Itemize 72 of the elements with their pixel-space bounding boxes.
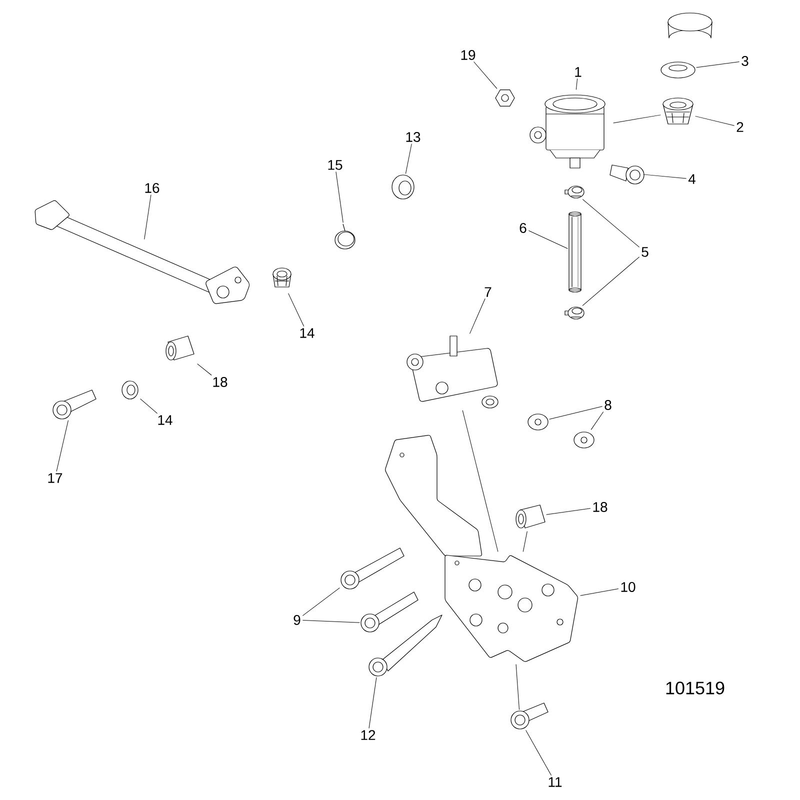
- leader-line: [576, 78, 578, 90]
- bolt-drawing: [340, 548, 404, 590]
- bolt-drawing: [360, 592, 418, 632]
- leader-line: [56, 420, 68, 472]
- leader-line: [302, 620, 360, 623]
- callout-number: 18: [213, 377, 228, 387]
- callout-number: 1: [575, 67, 582, 77]
- clamp-drawing: [564, 186, 584, 198]
- hose-drawing: [568, 212, 582, 292]
- leader-line: [580, 588, 619, 596]
- leader-line: [368, 677, 377, 729]
- leader-line: [549, 406, 603, 420]
- leader-line: [695, 116, 735, 126]
- leader-line: [405, 144, 412, 174]
- callout-number: 13: [406, 132, 420, 142]
- callout-number: 4: [688, 174, 696, 184]
- leader-line: [302, 588, 340, 616]
- drawing-number: 101519: [666, 682, 724, 694]
- bolt-drawing: [610, 164, 644, 184]
- seal-drawing: [662, 98, 694, 124]
- callout-number: 10: [621, 582, 636, 592]
- nut-drawing: [495, 89, 515, 107]
- clamp-drawing: [564, 306, 584, 320]
- leader-line: [288, 293, 304, 327]
- callout-number: 16: [145, 183, 160, 193]
- leader-line: [144, 194, 152, 240]
- bolt-drawing: [52, 390, 96, 420]
- diaphragm-drawing: [660, 62, 696, 78]
- callout-number: 7: [484, 287, 492, 297]
- callout-number: 8: [604, 400, 612, 410]
- spacer-drawing: [516, 504, 546, 528]
- callout-number: 14: [158, 415, 172, 425]
- callout-number: 19: [461, 50, 476, 60]
- leader-line: [643, 174, 687, 179]
- callout-number: 18: [593, 502, 608, 512]
- bushing-drawing: [272, 268, 292, 288]
- callout-number: 9: [294, 615, 300, 625]
- master-cylinder-drawing: [406, 336, 498, 408]
- reservoir-drawing: [530, 94, 606, 168]
- grommet-drawing: [574, 432, 594, 448]
- leader-line: [546, 508, 591, 515]
- callout-number: 15: [328, 160, 342, 170]
- washer-drawing: [122, 380, 138, 400]
- bolt-drawing: [368, 614, 442, 676]
- leader-line: [197, 364, 212, 376]
- callout-number: 2: [736, 122, 744, 132]
- grommet-drawing: [528, 414, 548, 430]
- callout-number: 3: [742, 56, 748, 66]
- leader-line: [336, 171, 344, 223]
- leader-line: [696, 62, 740, 68]
- leader-line: [474, 62, 498, 89]
- callout-number: 6: [520, 223, 526, 233]
- callout-number: 17: [48, 473, 62, 483]
- callout-number: 5: [642, 247, 648, 257]
- leader-line: [590, 412, 604, 430]
- bracket-drawing: [444, 554, 578, 662]
- clip-drawing: [334, 224, 356, 250]
- leader-line: [582, 199, 640, 248]
- bushing-drawing: [392, 174, 414, 200]
- callout-number: 12: [361, 730, 376, 740]
- spacer-drawing: [166, 336, 194, 360]
- assembly-line: [516, 664, 520, 710]
- leader-line: [528, 230, 568, 249]
- assembly-line: [522, 531, 528, 552]
- leader-line: [526, 730, 552, 776]
- callout-number: 14: [300, 328, 314, 338]
- leader-line: [140, 398, 158, 414]
- assembly-line: [613, 114, 661, 124]
- bolt-drawing: [510, 702, 548, 730]
- shift-rod-drawing: [34, 200, 250, 304]
- callout-number: 11: [548, 777, 562, 787]
- leader-line: [582, 256, 640, 306]
